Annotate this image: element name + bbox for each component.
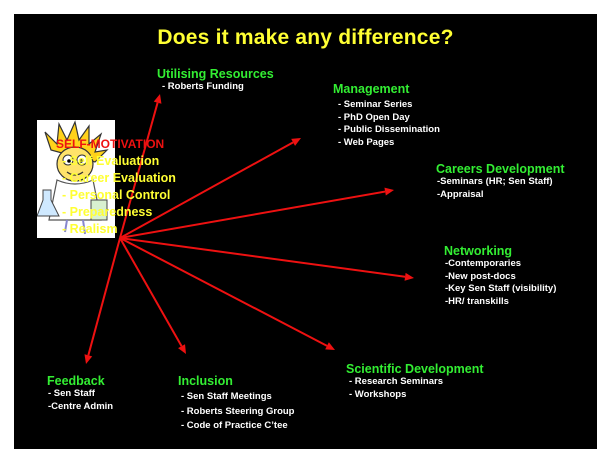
center-item: - Preparedness — [62, 205, 153, 219]
branch-item: -Centre Admin — [48, 400, 114, 412]
branch-item: - Roberts Steering Group — [181, 405, 295, 417]
branch-item: -New post-docs — [445, 270, 516, 282]
branch-inclusion: Inclusion - Sen Staff Meetings - Roberts… — [178, 374, 294, 434]
arrow-to-management — [119, 138, 301, 239]
branch-item: - Web Pages — [338, 136, 395, 148]
center-heading: SELF-MOTIVATION — [56, 137, 165, 151]
slide-title: Does it make any difference? — [157, 26, 454, 49]
branch-item-list: -Seminars (HR; Sen Staff) -Appraisal — [437, 176, 565, 201]
branch-heading: Scientific Development — [346, 362, 484, 376]
branch-item: -HR/ transkills — [445, 295, 509, 307]
branch-networking: Networking -Contemporaries -New post-doc… — [444, 244, 556, 308]
branch-item: - Seminar Series — [338, 99, 413, 110]
branch-heading: Inclusion — [178, 374, 233, 388]
slide: Does it make any difference? SELF-MOTIVA… — [14, 14, 597, 449]
cartoon-scientist-icon — [36, 120, 115, 238]
branch-item: - Code of Practice C’tee — [181, 420, 288, 431]
cartoon-scientist-drawing — [36, 120, 109, 235]
branch-item: - Research Seminars — [349, 376, 443, 387]
branch-heading: Careers Development — [436, 162, 565, 176]
branch-item-list: - Sen Staff Meetings - Roberts Steering … — [181, 390, 294, 434]
arrow-to-inclusion — [119, 237, 186, 354]
branch-scientific-development: Scientific Development - Research Semina… — [346, 362, 484, 401]
center-item-list: - Self Evaluation - Career Evaluation - … — [62, 153, 176, 238]
branch-item-list: - Sen Staff -Centre Admin — [48, 388, 113, 413]
branch-item: - Sen Staff — [48, 388, 95, 399]
branch-item: - PhD Open Day — [338, 111, 410, 123]
branch-management: Management - Seminar Series - PhD Open D… — [333, 82, 440, 149]
branch-item-list: - Seminar Series - PhD Open Day - Public… — [338, 99, 440, 149]
branch-item: - Roberts Funding — [162, 81, 244, 92]
arrow-to-scientific-development — [119, 237, 335, 350]
branch-item-list: - Research Seminars - Workshops — [349, 376, 484, 401]
branch-utilising-resources: Utilising Resources - Roberts Funding — [157, 67, 274, 94]
branch-item: -Appraisal — [437, 188, 484, 200]
center-item: - Personal Control — [62, 188, 171, 202]
arrow-layer — [84, 94, 414, 364]
branch-item: -Contemporaries — [445, 258, 522, 269]
branch-item: - Workshops — [349, 388, 407, 400]
branch-heading: Networking — [444, 244, 513, 258]
arrow-to-networking — [119, 237, 414, 281]
branch-heading: Management — [333, 82, 410, 96]
arrow-to-careers-development — [119, 187, 394, 239]
branch-item: - Public Dissemination — [338, 124, 440, 135]
center-item: - Realism — [62, 222, 118, 236]
center-item: - Self Evaluation — [62, 154, 160, 168]
arrow-to-utilising-resources — [119, 94, 162, 239]
arrow-to-feedback — [84, 237, 121, 364]
center-item: - Career Evaluation — [62, 171, 176, 185]
branch-item-list: - Roberts Funding — [162, 81, 274, 94]
branch-item-list: -Contemporaries -New post-docs -Key Sen … — [445, 258, 556, 308]
branch-item: -Key Sen Staff (visibility) — [445, 283, 557, 294]
branch-item: -Seminars (HR; Sen Staff) — [437, 176, 553, 187]
branch-feedback: Feedback - Sen Staff -Centre Admin — [47, 374, 113, 413]
branch-heading: Utilising Resources — [157, 67, 274, 81]
branch-heading: Feedback — [47, 374, 105, 388]
branch-careers-development: Careers Development -Seminars (HR; Sen S… — [436, 162, 565, 201]
branch-item: - Sen Staff Meetings — [181, 391, 272, 402]
